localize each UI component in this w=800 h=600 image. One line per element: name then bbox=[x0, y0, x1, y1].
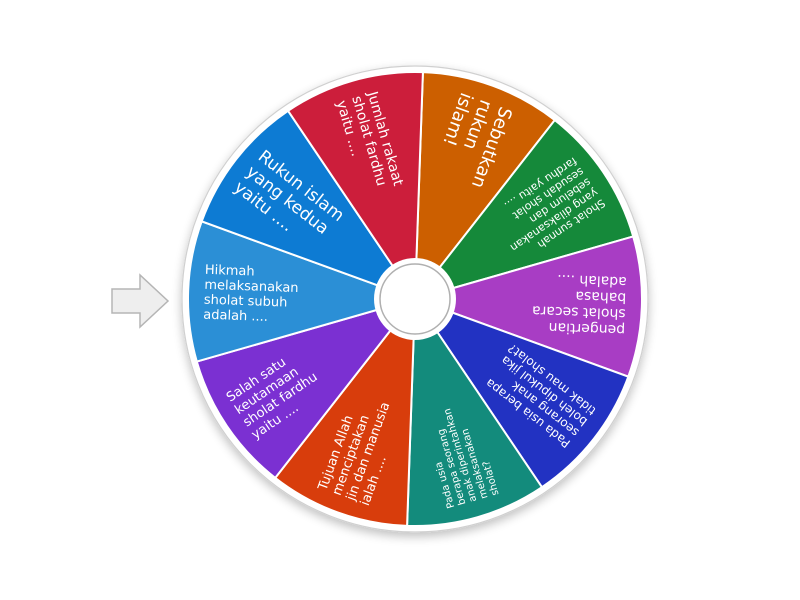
wheel-segment bbox=[200, 109, 418, 301]
wheel-segment bbox=[406, 295, 544, 527]
segment-label-line: sholat secara bbox=[532, 302, 626, 321]
segment-label-line: melaksanakan bbox=[204, 278, 299, 296]
segment-label-line: pengertian bbox=[548, 319, 625, 338]
wheel-segment bbox=[412, 118, 635, 301]
segment-label-line: Hikmah bbox=[205, 263, 255, 280]
wheel-segment bbox=[413, 71, 557, 303]
wheel-segment bbox=[411, 235, 643, 378]
segment-label-line: bahasa bbox=[575, 288, 626, 306]
wheel-segment bbox=[195, 297, 418, 480]
segment-label-line: adalah .... bbox=[203, 308, 268, 325]
wheel-segment bbox=[187, 220, 419, 363]
wheel-segments bbox=[187, 71, 643, 527]
wheel-segment bbox=[412, 297, 630, 489]
wheel-segment bbox=[273, 295, 417, 527]
wheel-hub[interactable] bbox=[379, 263, 451, 335]
segment-label-line: sholat subuh bbox=[204, 293, 288, 311]
wheel-segment bbox=[286, 71, 424, 303]
segment-label-line: adalah .... bbox=[557, 271, 627, 289]
arrow-right-icon bbox=[111, 273, 170, 329]
